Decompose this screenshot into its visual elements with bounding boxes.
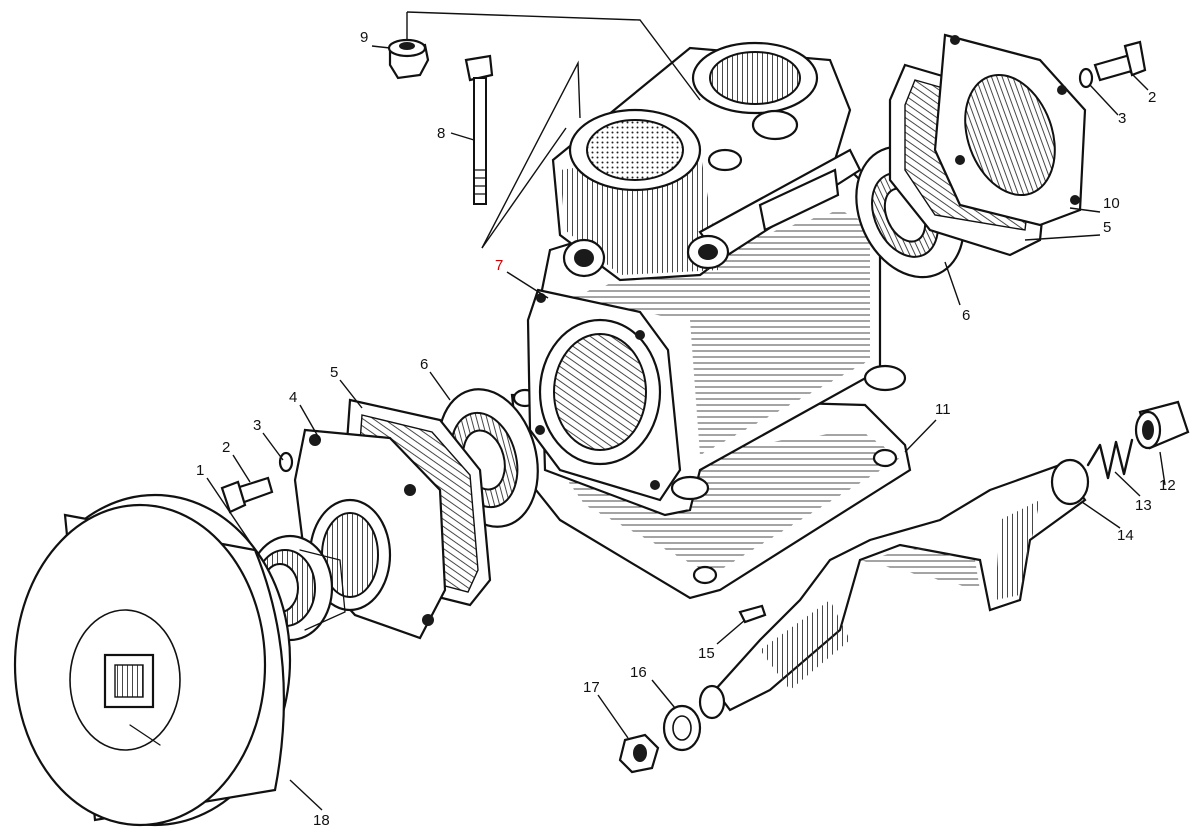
- callout-18: 18: [313, 812, 330, 829]
- callout-12: 12: [1159, 477, 1176, 494]
- bushing-part-12: [1134, 400, 1190, 450]
- callout-10: 10: [1103, 195, 1120, 212]
- plug-part-9: [387, 38, 430, 80]
- spring-part-13: [1086, 438, 1134, 480]
- washer-part-3-rear: [1078, 67, 1094, 89]
- callout-2-front: 2: [222, 439, 230, 456]
- callout-16: 16: [630, 664, 647, 681]
- callout-labels: 1 2 2 3 3 4 5 5 6 6 7 8 9 10 11 12 13 14…: [196, 29, 1176, 829]
- callout-17: 17: [583, 679, 600, 696]
- bolt-part-2-rear: [1093, 40, 1147, 82]
- washer-part-3-front: [278, 451, 294, 473]
- crankshaft-part-14: [698, 458, 1090, 720]
- callout-15: 15: [698, 645, 715, 662]
- long-bolt-part-8: [464, 54, 494, 205]
- key-part-15: [738, 604, 767, 624]
- washer-part-16: [662, 704, 702, 752]
- callout-14: 14: [1117, 527, 1134, 544]
- bolt-part-2-front: [220, 476, 274, 514]
- callout-4: 4: [289, 389, 297, 406]
- callout-3-front: 3: [253, 417, 261, 434]
- callout-13: 13: [1135, 497, 1152, 514]
- callout-3-rear: 3: [1118, 110, 1126, 127]
- callout-5-front: 5: [330, 364, 338, 381]
- callout-5-rear: 5: [1103, 219, 1111, 236]
- rear-cover-part-10: [933, 33, 1087, 227]
- callout-7: 7: [495, 257, 503, 274]
- leader-lines: [206, 11, 1166, 811]
- pulley-part-18: [13, 493, 292, 827]
- nut-part-17: [618, 733, 660, 774]
- callout-1: 1: [196, 462, 204, 479]
- callout-2-rear: 2: [1148, 89, 1156, 106]
- callout-6-rear: 6: [962, 307, 970, 324]
- cylinder-block: [551, 41, 862, 282]
- callout-9: 9: [360, 29, 368, 46]
- callout-11: 11: [935, 401, 951, 418]
- callout-6-front: 6: [420, 356, 428, 373]
- callout-8: 8: [437, 125, 445, 142]
